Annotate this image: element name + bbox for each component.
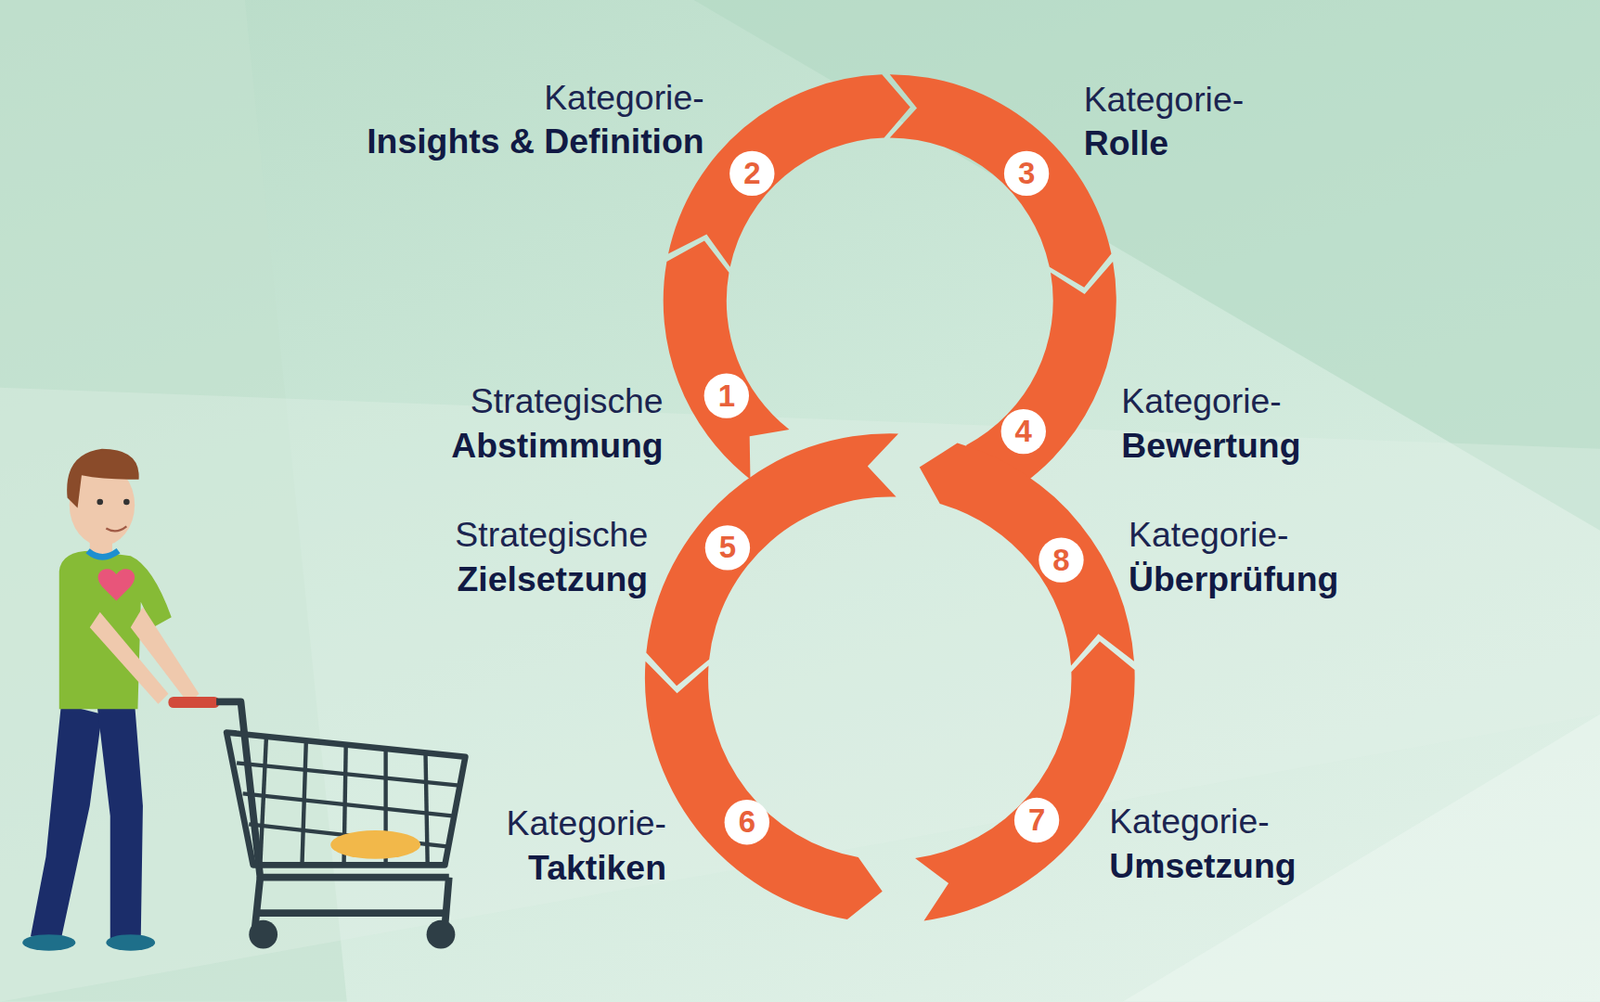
step-heading: Kategorie- (1109, 800, 1296, 844)
process-step: 7Kategorie-Umsetzung (1014, 798, 1059, 843)
wheel (426, 920, 456, 950)
step-label: Kategorie-Taktiken (506, 801, 667, 891)
arrow-segment (645, 433, 899, 686)
process-step: 3Kategorie-Rolle (1004, 151, 1049, 196)
arrow-segment (663, 240, 790, 479)
step-title: Abstimmung (451, 423, 663, 467)
grid-stroke (425, 752, 427, 865)
step-label: Kategorie-Überprüfung (1128, 513, 1339, 602)
callout-number: 1 (704, 373, 749, 418)
arm (130, 606, 200, 704)
step-heading: Kategorie- (366, 75, 704, 119)
basket (226, 732, 465, 865)
process-step: 2Kategorie-Insights & Definition (729, 151, 775, 196)
leg (30, 704, 103, 940)
eye (123, 499, 130, 506)
step-title: Überprüfung (1128, 556, 1339, 601)
grid-stroke (301, 740, 306, 865)
process-step: 8Kategorie-Überprüfung (1038, 537, 1084, 582)
step-label: StrategischeAbstimmung (451, 379, 663, 468)
arm (90, 612, 169, 705)
step-title: Taktiken (506, 845, 667, 890)
callout-number: 8 (1038, 537, 1084, 582)
goods (330, 830, 421, 860)
basket-grid (236, 736, 460, 866)
arrow-segment (919, 443, 1135, 667)
process-step: 6Kategorie-Taktiken (724, 800, 770, 845)
arrow-segment (668, 74, 911, 267)
step-title: Zielsetzung (454, 556, 648, 601)
step-label: Kategorie-Rolle (1083, 77, 1244, 167)
figure-eight (645, 74, 1136, 921)
process-step: 5StrategischeZielsetzung (705, 525, 750, 570)
mouth (105, 526, 127, 531)
shoe (22, 934, 76, 952)
callout-number: 2 (729, 151, 775, 196)
step-label: StrategischeZielsetzung (454, 513, 648, 602)
step-heading: Kategorie- (506, 801, 667, 846)
eye (96, 499, 104, 506)
callout-number: 4 (1001, 409, 1046, 454)
wheel (248, 920, 278, 950)
shopping-cart (167, 696, 465, 950)
step-heading: Strategische (451, 379, 663, 424)
callout-number: 5 (705, 525, 750, 570)
heart (98, 568, 136, 601)
arrow-segment (915, 641, 1136, 921)
step-title: Rolle (1083, 121, 1244, 166)
hair (66, 449, 139, 509)
leg (96, 704, 142, 940)
arrow-segment (645, 661, 883, 920)
handle (167, 696, 220, 709)
step-heading: Kategorie- (1121, 379, 1301, 424)
step-title: Bewertung (1121, 423, 1301, 467)
process-step: 1StrategischeAbstimmung (704, 373, 749, 418)
grid-stroke (236, 762, 460, 786)
step-heading: Kategorie- (1128, 513, 1339, 557)
process-step: 4Kategorie-Bewertung (1001, 409, 1046, 454)
callout-number: 3 (1004, 151, 1049, 196)
step-heading: Kategorie- (1083, 77, 1244, 122)
grid-stroke (259, 736, 267, 866)
step-title: Insights & Definition (366, 119, 704, 164)
callout-number: 6 (724, 800, 770, 845)
cart-base (255, 877, 450, 928)
shoe (105, 934, 155, 952)
step-label: Kategorie-Umsetzung (1109, 800, 1296, 889)
grid-stroke (243, 793, 455, 816)
arrow-segment (890, 74, 1112, 287)
step-title: Umsetzung (1109, 843, 1296, 888)
step-label: Kategorie-Bewertung (1121, 379, 1301, 468)
collar (88, 551, 119, 558)
step-label: Kategorie-Insights & Definition (366, 75, 704, 164)
step-heading: Strategische (454, 513, 648, 557)
callout-number: 7 (1014, 798, 1059, 843)
light-band (0, 387, 1600, 1002)
